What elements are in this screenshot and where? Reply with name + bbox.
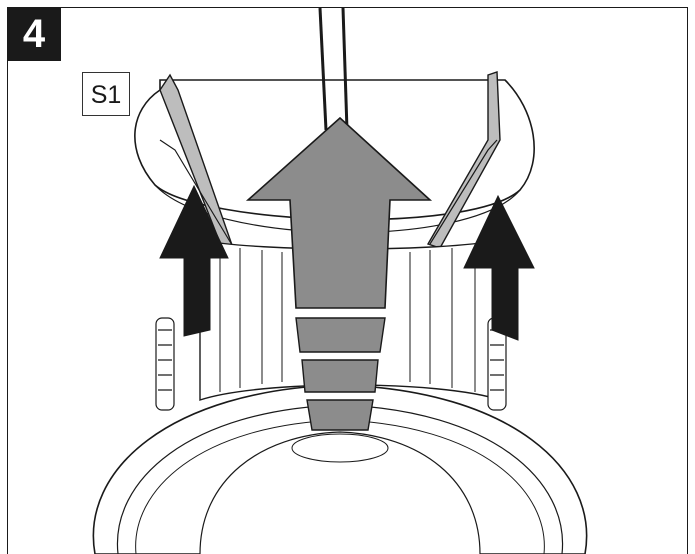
push-up-arrow [245,116,433,431]
clip-up-arrow-left [159,184,229,337]
step-number-badge: 4 [7,7,61,61]
lens-center [291,433,389,463]
cable-left [318,7,328,131]
diagram-border [7,7,688,554]
side-spring-left [155,317,175,411]
spring-clip-left [159,73,233,249]
clip-up-arrow-right [463,194,535,341]
housing-fins [219,245,476,392]
cable-right [341,7,349,131]
lens [199,431,481,554]
part-label-s1: S1 [82,72,130,116]
